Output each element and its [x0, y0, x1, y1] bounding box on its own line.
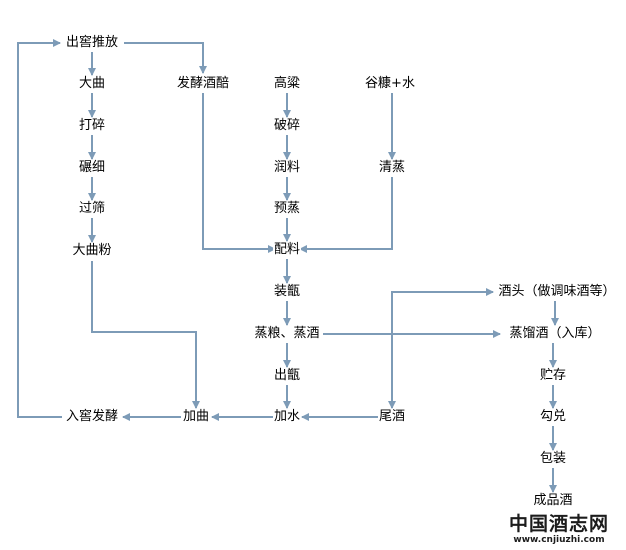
node-daqufen: 大曲粉 — [71, 243, 113, 259]
node-qingzheng: 清蒸 — [377, 160, 407, 176]
node-chuzeng: 出甑 — [272, 368, 302, 384]
watermark-url: www.cnjiuzhi.com — [513, 535, 605, 545]
node-baozhuang: 包装 — [538, 451, 568, 467]
node-zhuangzeng: 装甑 — [272, 284, 302, 300]
edge-daqufen-jiaqu — [91, 261, 200, 409]
node-guoshai: 过筛 — [77, 201, 107, 217]
node-fajiao-jiupei: 发酵酒醅 — [175, 76, 231, 92]
node-posui: 破碎 — [272, 118, 302, 134]
node-gaoliang: 高粱 — [272, 76, 302, 92]
node-chujiao-paifang: 出窖推放 — [64, 35, 120, 51]
node-zhengliang-zhengjiu: 蒸粮、蒸酒 — [253, 326, 321, 342]
node-jiaqu: 加曲 — [181, 409, 211, 425]
node-weijiu: 尾酒 — [377, 409, 407, 425]
node-runliao: 润料 — [272, 160, 302, 176]
node-jiutou: 酒头（做调味酒等） — [497, 284, 617, 300]
edge-qingzheng-peiliao — [299, 177, 393, 253]
node-zhengliujiu: 蒸馏酒（入库） — [508, 326, 602, 342]
node-chengpinjiu: 成品酒 — [532, 493, 574, 509]
watermark-title: 中国酒志网 — [508, 513, 609, 535]
edge-rujiao-loop — [17, 39, 62, 418]
node-rujiao-fajiao: 入窖发酵 — [64, 409, 120, 425]
edge-chujiao-fajiao — [124, 42, 207, 74]
node-zhucun: 贮存 — [538, 368, 568, 384]
edge-fajiao-peiliao — [202, 93, 276, 253]
node-daqu: 大曲 — [77, 76, 107, 92]
node-yuzheng: 预蒸 — [272, 201, 302, 217]
site-watermark: 中国酒志网 www.cnjiuzhi.com — [500, 513, 618, 546]
node-jiashui: 加水 — [272, 409, 302, 425]
node-peiliao: 配料 — [272, 242, 302, 258]
node-goudui: 勾兑 — [538, 409, 568, 425]
node-dasui: 打碎 — [77, 118, 107, 134]
node-nianxi: 碾细 — [77, 160, 107, 176]
node-gukang-shui: 谷糠+水 — [364, 76, 416, 92]
edge-split-jiutou-weijiu — [391, 288, 494, 334]
